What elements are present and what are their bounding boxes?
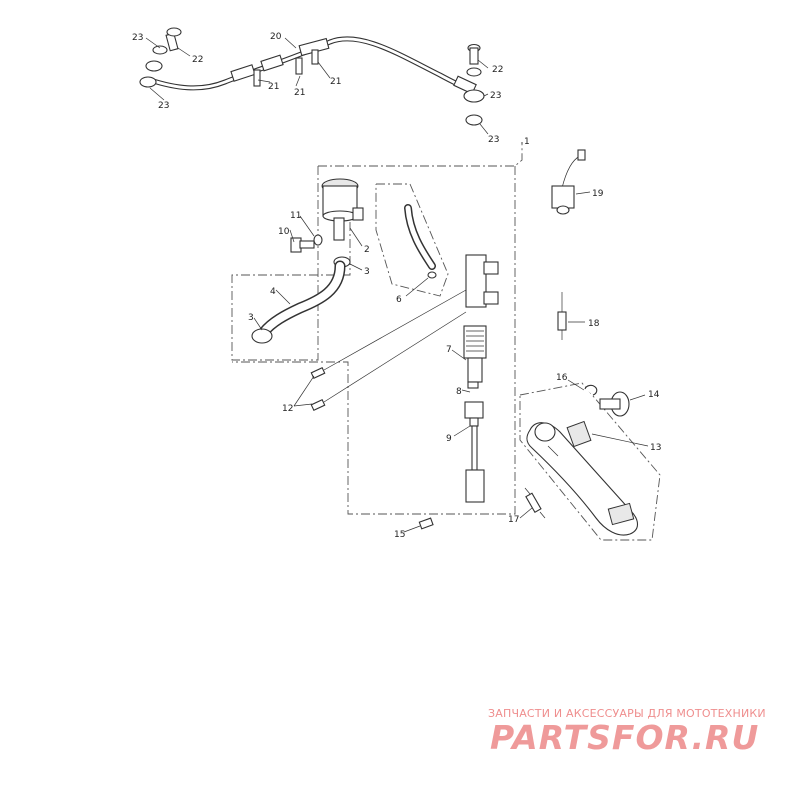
return-spring-17 [524, 487, 546, 519]
banjo-left [139, 27, 182, 88]
callout-13: 13 [650, 443, 661, 453]
connector-hose [404, 204, 437, 279]
callout-21-a: 21 [330, 77, 341, 87]
brake-pedal [526, 420, 639, 536]
callout-18: 18 [588, 319, 600, 329]
reservoir [321, 178, 364, 241]
clevis-pin [418, 517, 434, 530]
callout-22-a: 22 [192, 55, 203, 65]
bolt-and-washer [290, 234, 323, 253]
callout-3-a: 3 [364, 267, 370, 277]
callout-22-b: 22 [492, 65, 503, 75]
callout-4: 4 [270, 287, 276, 297]
callout-21-b: 21 [294, 88, 305, 98]
callout-9: 9 [446, 434, 452, 444]
callout-1: 1 [524, 137, 530, 147]
watermark-logo: PARTSFOR.RU [490, 718, 760, 757]
callout-21-c: 21 [268, 82, 279, 92]
callout-23-d: 23 [158, 101, 169, 111]
callout-20: 20 [270, 32, 282, 42]
circlip [584, 384, 598, 396]
hose-clamp-lower [251, 328, 273, 344]
callout-12: 12 [282, 404, 293, 414]
banjo-right [463, 43, 485, 126]
brake-hose [147, 36, 481, 99]
callout-15: 15 [394, 530, 405, 540]
callout-23-b: 23 [490, 91, 501, 101]
leader-lines [145, 37, 649, 533]
hose-clips [253, 49, 319, 87]
brake-light-switch [551, 149, 586, 215]
callout-23-a: 23 [132, 33, 143, 43]
pivot-bolt [599, 391, 630, 417]
master-cylinder [463, 254, 499, 503]
callout-7: 7 [446, 345, 452, 355]
return-spring-18 [557, 292, 567, 340]
callout-2: 2 [364, 245, 370, 255]
watermark-tagline: ЗАПЧАСТИ И АКСЕССУАРЫ ДЛЯ МОТОТЕХНИКИ [488, 707, 766, 720]
callout-8: 8 [456, 387, 462, 397]
callout-19: 19 [592, 189, 604, 199]
callout-17: 17 [508, 515, 519, 525]
callout-10: 10 [278, 227, 290, 237]
callout-11: 11 [290, 211, 301, 221]
callout-3-b: 3 [248, 313, 254, 323]
callout-14: 14 [648, 390, 660, 400]
callout-6: 6 [396, 295, 402, 305]
callout-labels: 23 22 20 21 21 21 22 23 23 23 1 19 11 10… [132, 32, 661, 540]
mounting-bolts [310, 289, 467, 411]
callout-23-c: 23 [488, 135, 499, 145]
callout-16: 16 [556, 373, 568, 383]
reservoir-hose [258, 260, 346, 338]
